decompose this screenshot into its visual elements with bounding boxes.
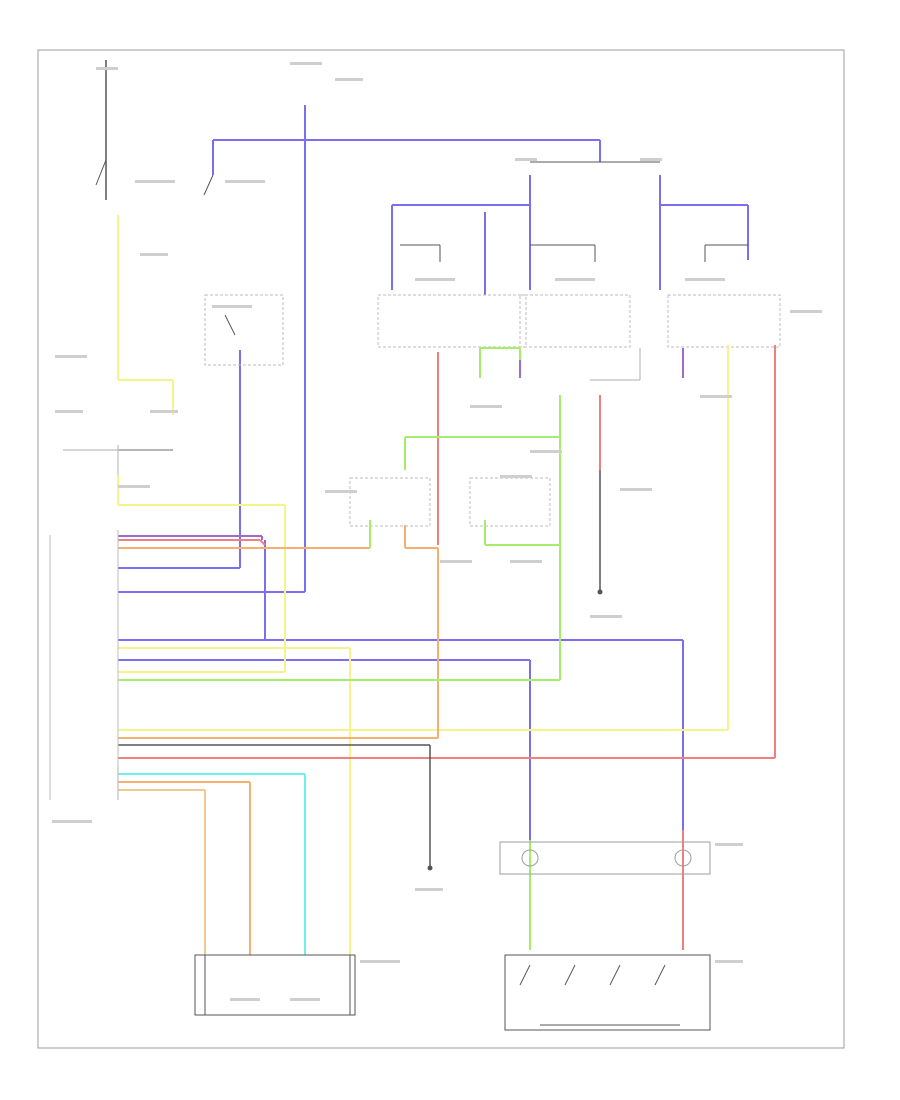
wire-label-marks [52, 62, 822, 1001]
indicator-lamp-left [521, 849, 539, 867]
switch-assembly-box [504, 954, 711, 1031]
top-switches [95, 159, 236, 336]
ground-symbols [427, 589, 603, 871]
cruise-control-switch-box [194, 954, 356, 1016]
indicator-lamp-right [674, 849, 692, 867]
ecm-connector [49, 530, 119, 800]
power-feed-blue [118, 105, 749, 840]
wire-yellow [117, 215, 729, 955]
wire-violet [118, 348, 684, 540]
relay-internal-wires [400, 161, 748, 262]
wire-green [118, 347, 561, 950]
wire-orange [118, 525, 439, 955]
wire-tan [118, 789, 206, 955]
switch-contacts [519, 964, 680, 1026]
wire-gray [63, 348, 641, 800]
diagram-border [37, 49, 845, 1049]
wire-cyan [118, 773, 306, 955]
wire-black [105, 60, 601, 868]
wire-red [118, 345, 776, 950]
relay-boxes [204, 294, 781, 527]
instrument-cluster-box [499, 841, 711, 875]
